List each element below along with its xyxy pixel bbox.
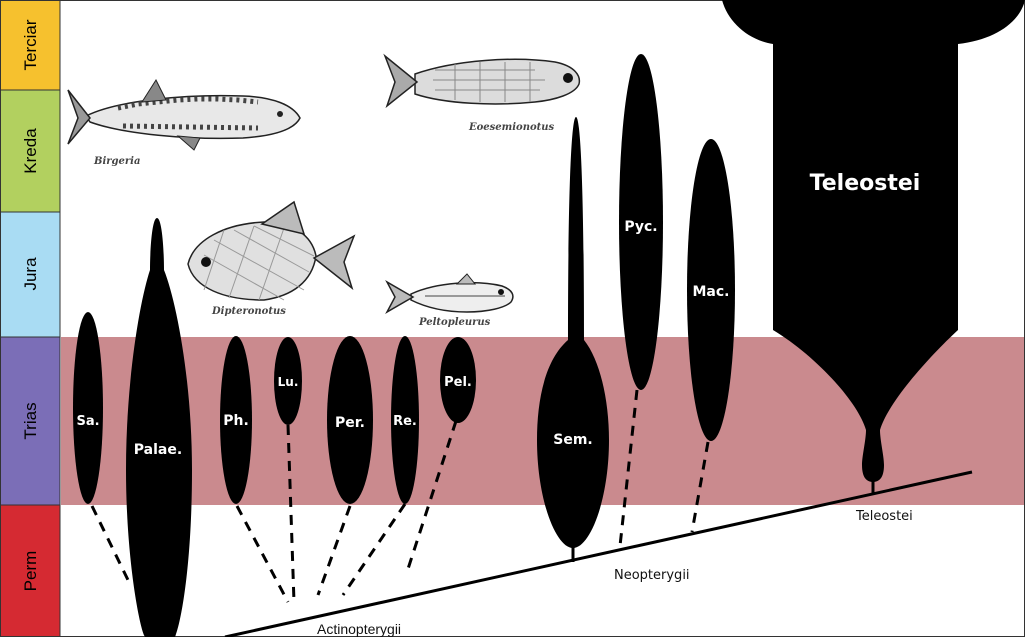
eoesemionotus-body — [415, 59, 579, 104]
taxon-label-sem: Sem. — [553, 432, 592, 448]
birgeria-dorsal-fin — [142, 80, 166, 102]
period-label-kreda: Kreda — [21, 128, 40, 174]
taxon-label-lu: Lu. — [278, 375, 299, 389]
peltopleurus-eye — [498, 289, 504, 295]
taxon-label-pel: Pel. — [444, 375, 472, 390]
connector-sa — [92, 506, 128, 580]
eoesemionotus-caption: Eoesemionotus — [468, 122, 555, 133]
connector-re — [343, 504, 405, 595]
fish-dipteronotus: Dipteronotus — [188, 202, 354, 317]
taxon-label-mac: Mac. — [693, 284, 730, 300]
peltopleurus-body — [411, 283, 513, 312]
dipteronotus-tail — [314, 236, 354, 288]
eoesemionotus-tail — [385, 56, 417, 106]
taxon-label-sa: Sa. — [76, 414, 99, 429]
fish-eoesemionotus: Eoesemionotus — [385, 56, 579, 133]
taxon-label-pyc: Pyc. — [624, 219, 657, 235]
lineage-label-actinopterygii: Actinopterygii — [317, 621, 401, 637]
taxon-label-ph: Ph. — [223, 413, 249, 429]
birgeria-caption: Birgeria — [93, 156, 140, 167]
birgeria-body — [86, 96, 300, 139]
spindle-sa — [73, 312, 103, 504]
birgeria-tail — [68, 90, 90, 144]
lineage-labels: Actinopterygii Neopterygii Teleostei — [317, 509, 913, 637]
peltopleurus-dorsal-fin — [457, 274, 475, 284]
lineage-label-neopterygii: Neopterygii — [614, 568, 690, 583]
fish-birgeria: Birgeria — [68, 80, 300, 167]
taxon-label-per: Per. — [335, 415, 365, 431]
period-label-jura: Jura — [21, 257, 40, 291]
taxon-label-teleostei: Teleostei — [810, 171, 921, 196]
period-label-trias: Trias — [21, 402, 40, 439]
birgeria-pelvic-fin — [178, 136, 200, 150]
connector-ph — [237, 506, 288, 602]
fish-peltopleurus: Peltopleurus — [387, 274, 513, 328]
eoesemionotus-eye — [563, 73, 573, 83]
lineage-label-teleostei: Teleostei — [855, 509, 913, 524]
dipteronotus-eye — [201, 257, 211, 267]
connector-per — [318, 506, 350, 595]
period-label-terciar: Terciar — [21, 19, 40, 70]
peltopleurus-caption: Peltopleurus — [418, 317, 491, 328]
birgeria-eye — [277, 111, 283, 117]
taxon-label-palae: Palae. — [134, 442, 182, 458]
spindle-sem — [537, 117, 609, 548]
spindle-palae — [126, 218, 192, 637]
period-column: Terciar Kreda Jura Trias Perm — [0, 0, 60, 637]
dipteronotus-caption: Dipteronotus — [211, 306, 286, 317]
period-label-perm: Perm — [21, 551, 40, 592]
taxon-label-re: Re. — [393, 414, 417, 429]
peltopleurus-tail — [387, 282, 413, 312]
